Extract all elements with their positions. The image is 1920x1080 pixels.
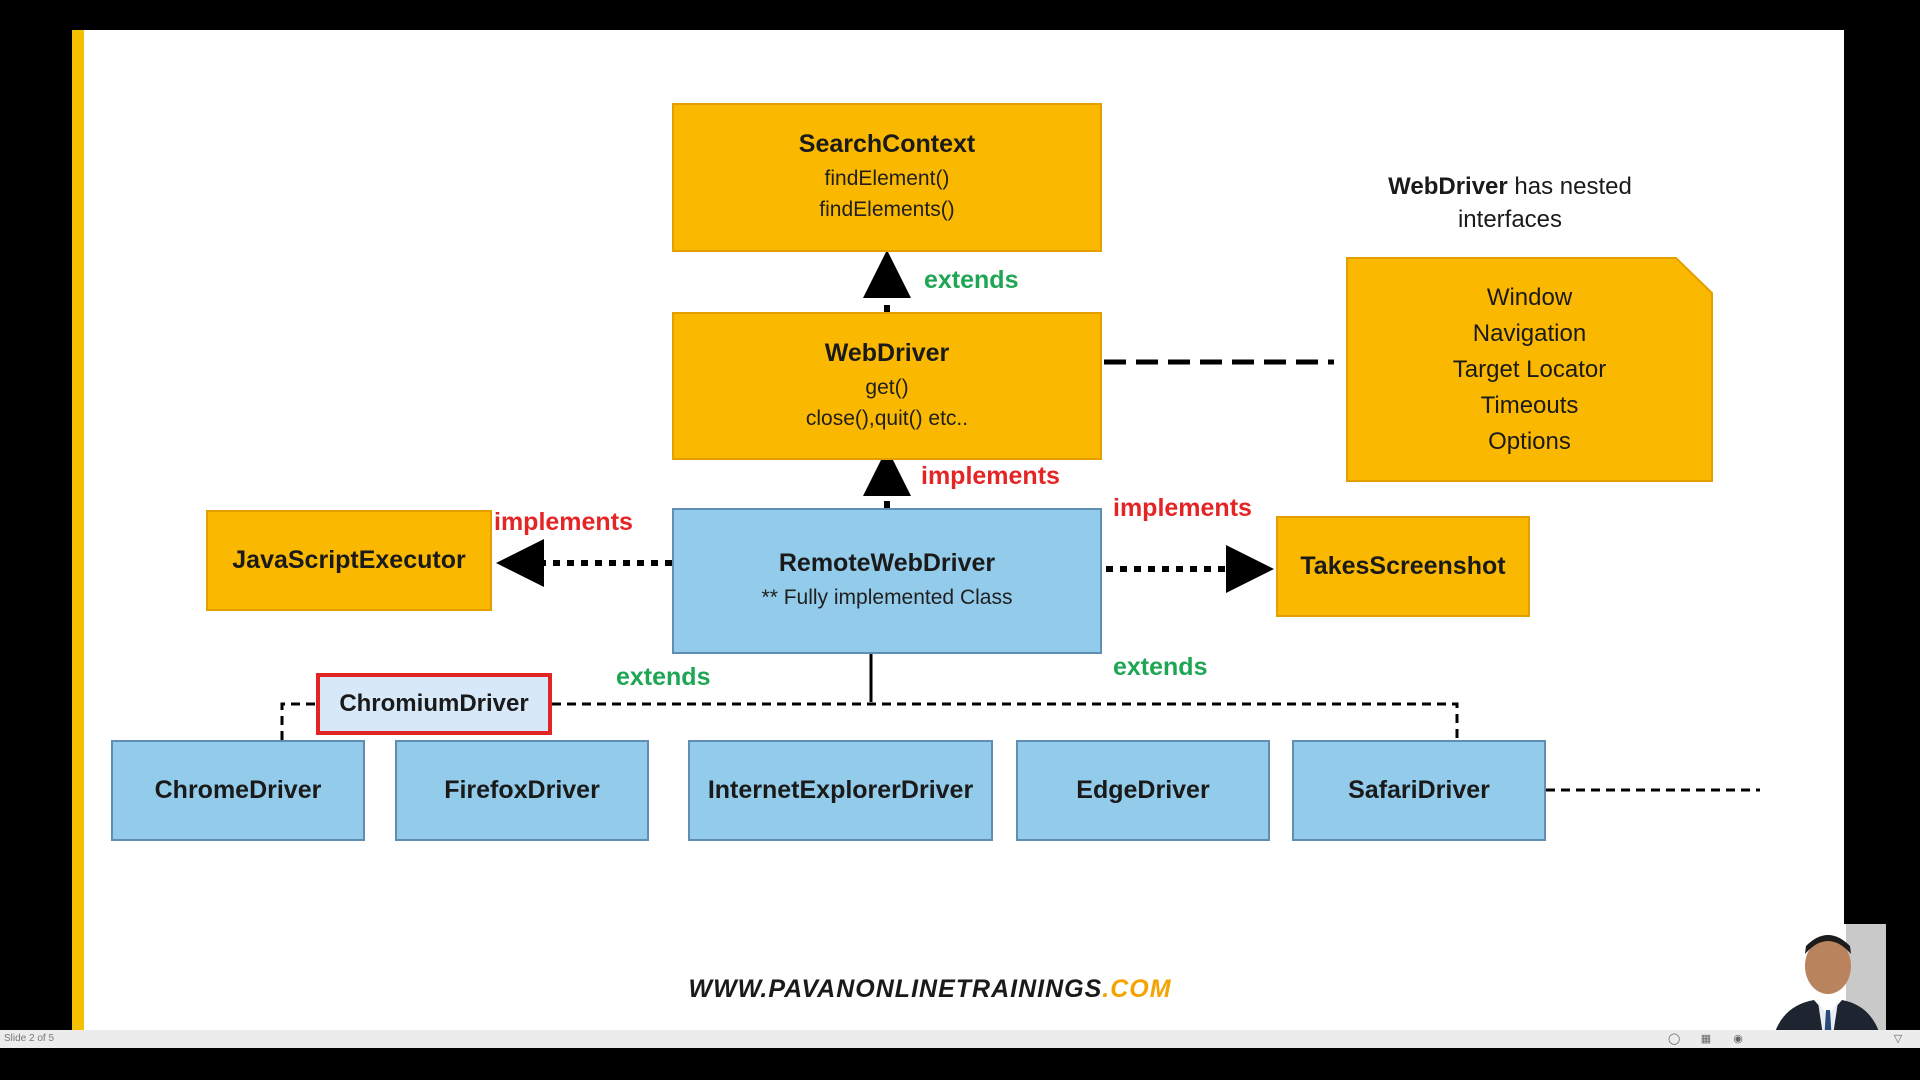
zoom-fit-icon[interactable]: ▽: [1893, 1033, 1903, 1045]
implements-label-screenshot: implements: [1113, 494, 1252, 522]
nested-interface-item: Options: [1488, 427, 1571, 455]
webdriver-title: WebDriver: [824, 338, 950, 367]
internetexplorerdriver-label: InternetExplorerDriver: [707, 776, 974, 804]
extends-label-right: extends: [1113, 653, 1208, 681]
remotewebdriver-subtitle: ** Fully implemented Class: [761, 586, 1013, 609]
javascriptexecutor-box: JavaScriptExecutor: [206, 510, 492, 611]
firefoxdriver-label: FirefoxDriver: [444, 776, 600, 804]
safaridriver-box: SafariDriver: [1292, 740, 1546, 841]
webdriver-method: close(),quit() etc..: [805, 406, 969, 430]
slide-accent-bar: [72, 30, 84, 1030]
nested-note-line2: interfaces: [1457, 206, 1563, 233]
nested-interfaces-list: Window Navigation Target Locator Timeout…: [1346, 257, 1713, 482]
nested-interface-item: Window: [1486, 283, 1573, 311]
nested-interfaces-note: WebDriver has nested interfaces: [1345, 170, 1675, 236]
takesscreenshot-label: TakesScreenshot: [1300, 552, 1506, 580]
chromedriver-box: ChromeDriver: [111, 740, 365, 841]
searchcontext-method: findElements(): [819, 198, 955, 221]
firefoxdriver-box: FirefoxDriver: [395, 740, 649, 841]
searchcontext-box: SearchContext findElement() findElements…: [672, 103, 1102, 252]
chromedriver-label: ChromeDriver: [154, 776, 322, 804]
edgedriver-label: EdgeDriver: [1076, 776, 1210, 804]
footer-url: WWW.PAVANONLINETRAININGS.COM: [600, 975, 1260, 1004]
nested-interface-item: Navigation: [1472, 319, 1587, 347]
implements-label-js: implements: [494, 508, 633, 536]
nested-interface-item: Target Locator: [1452, 355, 1607, 383]
nested-note-rest: has nested: [1507, 173, 1632, 200]
footer-url-host: WWW.PAVANONLINETRAININGS: [688, 975, 1103, 1003]
chromiumdriver-label: ChromiumDriver: [339, 690, 529, 717]
slide-counter: Slide 2 of 5: [4, 1033, 55, 1044]
nested-note-bold: WebDriver: [1388, 173, 1508, 200]
chromiumdriver-box: ChromiumDriver: [316, 673, 552, 735]
connector-extends-bus-right: [552, 702, 1459, 740]
searchcontext-method: findElement(): [824, 167, 950, 190]
extends-label-left: extends: [616, 663, 711, 691]
extends-label-top: extends: [924, 266, 1019, 294]
normal-view-icon[interactable]: ◯: [1668, 1033, 1681, 1045]
nested-interfaces-shape: [1346, 257, 1713, 482]
footer-url-tld: .COM: [1102, 975, 1172, 1003]
nested-interface-item: Timeouts: [1480, 391, 1579, 419]
remotewebdriver-title: RemoteWebDriver: [778, 549, 996, 577]
internetexplorerdriver-box: InternetExplorerDriver: [688, 740, 993, 841]
searchcontext-title: SearchContext: [798, 130, 976, 158]
edgedriver-box: EdgeDriver: [1016, 740, 1270, 841]
remotewebdriver-box: RemoteWebDriver ** Fully implemented Cla…: [672, 508, 1102, 654]
takesscreenshot-box: TakesScreenshot: [1276, 516, 1530, 617]
connector-extends-bus: [280, 702, 316, 740]
presentation-status-bar: [0, 1030, 1920, 1048]
javascriptexecutor-label: JavaScriptExecutor: [232, 546, 466, 574]
slideshow-view-icon[interactable]: ◉: [1733, 1033, 1743, 1045]
presenter-webcam-thumbnail: [1762, 924, 1886, 1042]
webdriver-box: WebDriver get() close(),quit() etc..: [672, 312, 1102, 460]
safaridriver-label: SafariDriver: [1348, 776, 1490, 804]
reading-view-icon[interactable]: ▦: [1700, 1033, 1712, 1045]
implements-label-webdriver: implements: [921, 462, 1060, 490]
webdriver-method: get(): [865, 375, 909, 399]
